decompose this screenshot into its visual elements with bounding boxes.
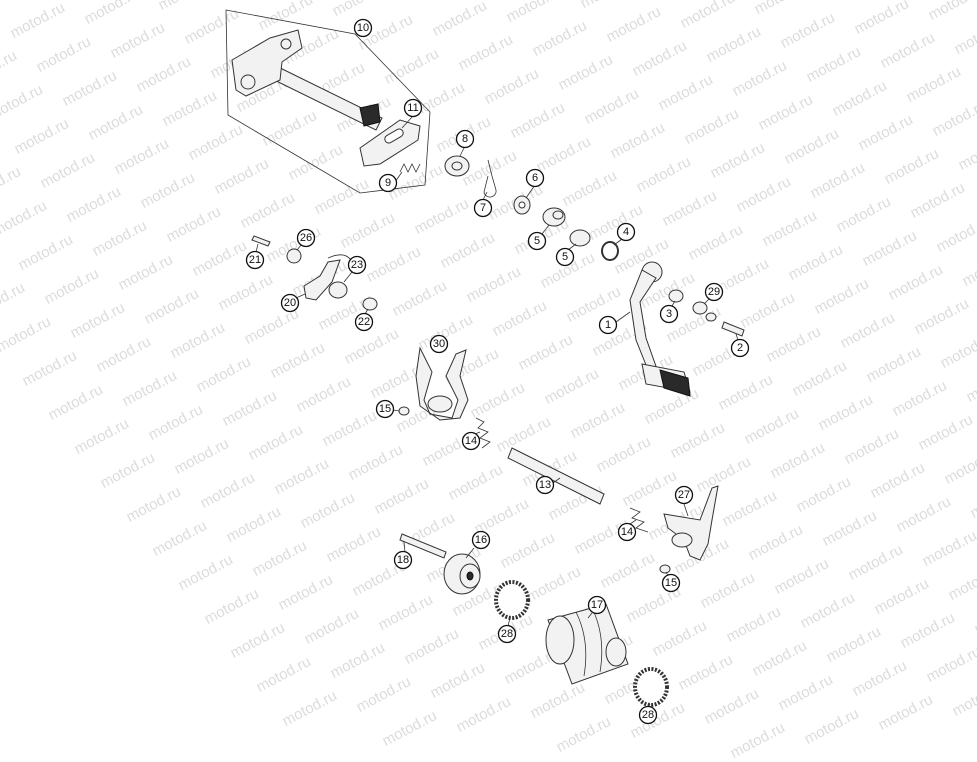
callout-16: 16	[465, 530, 491, 559]
callout-30: 30	[429, 334, 449, 354]
shaft-gear-teeth	[359, 103, 381, 127]
svg-text:29: 29	[708, 286, 720, 298]
callout-7: 7	[473, 191, 493, 218]
svg-text:13: 13	[539, 479, 551, 491]
shift-drum-locating	[443, 553, 481, 595]
svg-text:2: 2	[737, 342, 743, 354]
callout-5b: 5	[555, 243, 577, 267]
callout-20: 20	[280, 293, 306, 313]
callout-23: 23	[343, 255, 367, 283]
svg-text:20: 20	[284, 297, 296, 309]
svg-text:15: 15	[379, 403, 391, 415]
bolt-small	[251, 235, 271, 247]
svg-text:30: 30	[433, 338, 445, 350]
svg-text:6: 6	[532, 172, 538, 184]
callout-2: 2	[730, 333, 750, 358]
svg-text:3: 3	[666, 308, 672, 320]
bushing-b	[569, 229, 591, 247]
callout-10: 10	[353, 18, 373, 38]
callout-3: 3	[659, 300, 679, 324]
svg-text:28: 28	[642, 709, 654, 721]
svg-text:22: 22	[358, 316, 370, 328]
assembly-frame	[225, 9, 431, 194]
spring-left	[475, 417, 491, 449]
exploded-parts-diagram: 10 11 8 9 7 6 5 5 4 1 3 29 2 26 21 23 20…	[225, 9, 750, 725]
svg-text:28: 28	[501, 628, 513, 640]
svg-text:23: 23	[351, 259, 363, 271]
callout-13: 13	[535, 475, 561, 495]
callout-28a: 28	[497, 617, 517, 644]
roller-left	[398, 406, 410, 416]
callout-15a: 15	[375, 399, 400, 419]
callout-14b: 14	[617, 519, 637, 542]
washer-small	[668, 289, 684, 303]
bolt	[721, 321, 745, 337]
roller-bearing	[328, 281, 348, 299]
callout-22: 22	[354, 308, 374, 332]
svg-text:10: 10	[357, 22, 369, 34]
svg-text:21: 21	[249, 254, 261, 266]
spring-9	[399, 163, 421, 173]
svg-text:4: 4	[623, 226, 629, 238]
callout-21: 21	[245, 243, 265, 270]
needle-bearing-right	[633, 667, 669, 707]
bushing-small	[362, 297, 378, 311]
svg-text:5: 5	[534, 235, 540, 247]
spacer	[692, 301, 708, 315]
svg-text:7: 7	[480, 202, 486, 214]
callout-1: 1	[598, 311, 631, 335]
locking-lever	[303, 259, 341, 301]
callout-26: 26	[296, 228, 316, 251]
callout-14a: 14	[461, 431, 481, 451]
shift-fork-upper	[415, 346, 469, 421]
clip	[483, 159, 497, 198]
svg-text:16: 16	[475, 534, 487, 546]
o-ring	[601, 241, 619, 261]
callout-29: 29	[703, 282, 724, 305]
needle-bearing-left	[494, 580, 530, 620]
locking-lever-spring	[286, 248, 302, 264]
callout-6: 6	[525, 168, 545, 199]
callout-27: 27	[674, 485, 694, 517]
callout-11: 11	[401, 98, 423, 129]
svg-text:1: 1	[605, 319, 611, 331]
shift-shaft-group	[225, 9, 431, 194]
svg-text:14: 14	[465, 435, 477, 447]
roller-right	[659, 564, 671, 574]
callout-18: 18	[393, 541, 413, 570]
svg-text:9: 9	[385, 177, 391, 189]
shift-fork-right	[663, 485, 719, 561]
svg-text:15: 15	[665, 577, 677, 589]
svg-text:17: 17	[591, 599, 603, 611]
callout-28b: 28	[638, 703, 658, 725]
shift-drum-bolt	[399, 533, 447, 559]
callout-9: 9	[378, 171, 403, 193]
shift-rail	[507, 447, 605, 505]
callout-5a: 5	[527, 224, 550, 251]
svg-text:11: 11	[407, 102, 418, 114]
svg-text:27: 27	[678, 489, 690, 501]
spring-right	[629, 507, 649, 533]
svg-text:8: 8	[462, 133, 468, 145]
callout-8: 8	[455, 129, 475, 157]
shift-pedal	[629, 261, 691, 397]
callout-17: 17	[587, 595, 607, 619]
svg-text:14: 14	[621, 526, 633, 538]
callout-4: 4	[613, 222, 636, 246]
shift-drum	[545, 603, 629, 685]
svg-text:5: 5	[562, 251, 568, 263]
svg-text:26: 26	[300, 232, 312, 244]
svg-text:18: 18	[397, 554, 409, 566]
callout-15b: 15	[661, 571, 681, 593]
